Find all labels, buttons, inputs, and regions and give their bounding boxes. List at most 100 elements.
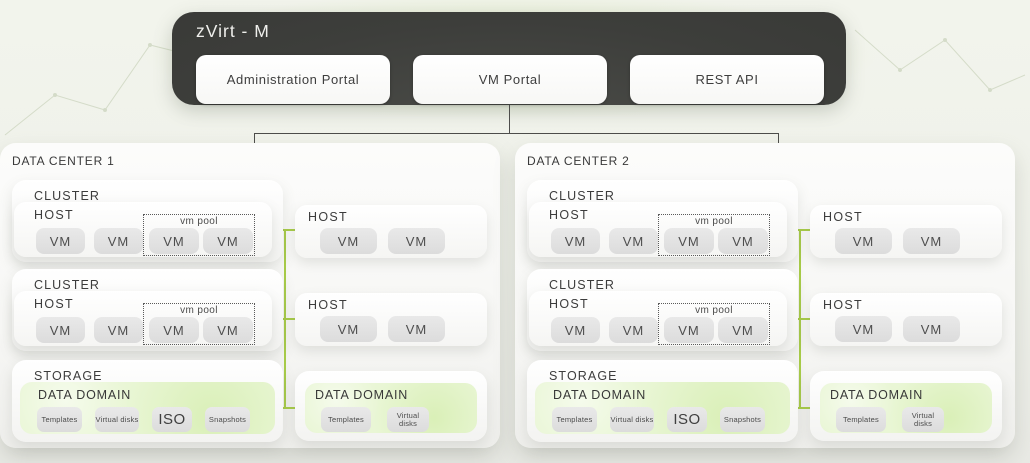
vm-chip: VM <box>203 228 253 254</box>
data-domain-label: DATA DOMAIN <box>830 388 924 402</box>
vm-pool-label: vm pool <box>695 305 733 316</box>
iso-chip: ISO <box>152 407 192 432</box>
vm-pool-label: vm pool <box>180 216 218 227</box>
vm-pool-label: vm pool <box>180 305 218 316</box>
zvirt-manager-panel: zVirt - M Administration Portal VM Porta… <box>172 12 846 105</box>
storage-label: STORAGE <box>549 369 618 383</box>
templates-chip: Templates <box>836 407 886 432</box>
vm-chip: VM <box>388 316 445 342</box>
vm-chip: VM <box>388 228 445 254</box>
host-label: HOST <box>308 298 348 312</box>
host-label: HOST <box>308 210 348 224</box>
vm-pool-group: vm pool VM VM <box>143 214 255 256</box>
virtual-disks-chip: Virtual disks <box>610 407 654 432</box>
connector-line <box>778 133 779 145</box>
vm-chip: VM <box>203 317 253 343</box>
vm-chip: VM <box>835 316 892 342</box>
templates-chip: Templates <box>321 407 371 432</box>
cluster-card: CLUSTER HOST VM VM vm pool VM VM <box>12 269 283 351</box>
vm-chip: VM <box>664 317 714 343</box>
vm-chip: VM <box>609 317 658 343</box>
vm-chip: VM <box>149 317 199 343</box>
network-stub <box>272 229 298 231</box>
storage-items-row: Templates Virtual disks <box>836 407 944 432</box>
vm-pool-row: VM VM <box>659 317 769 343</box>
storage-card: STORAGE DATA DOMAIN Templates Virtual di… <box>12 360 283 442</box>
data-center-1-title: DATA CENTER 1 <box>12 154 115 168</box>
vm-portal-button[interactable]: VM Portal <box>413 55 607 104</box>
vm-pool-group: vm pool VM VM <box>658 303 770 345</box>
vm-chip: VM <box>609 228 658 254</box>
data-domain-label: DATA DOMAIN <box>553 388 647 402</box>
vm-row: VM VM <box>320 228 445 254</box>
storage-items-row: Templates Virtual disks ISO Snapshots <box>37 407 250 432</box>
rest-api-button[interactable]: REST API <box>630 55 824 104</box>
storage-label: STORAGE <box>34 369 103 383</box>
vm-chip: VM <box>94 317 143 343</box>
data-domain-card: DATA DOMAIN Templates Virtual disks <box>810 371 1002 441</box>
host-card: HOST VM VM vm pool VM VM <box>14 291 272 346</box>
network-stub <box>787 229 813 231</box>
host-card: HOST VM VM <box>295 205 487 258</box>
data-domain-box: DATA DOMAIN Templates Virtual disks ISO … <box>20 382 275 434</box>
virtual-disks-chip: Virtual disks <box>902 407 944 432</box>
storage-items-row: Templates Virtual disks <box>321 407 429 432</box>
cluster-label: CLUSTER <box>34 189 101 203</box>
virtual-disks-chip: Virtual disks <box>95 407 139 432</box>
vm-row: VM VM <box>835 316 960 342</box>
vm-pool-group: vm pool VM VM <box>658 214 770 256</box>
vm-chip: VM <box>551 317 600 343</box>
cluster-card: CLUSTER HOST VM VM vm pool VM VM <box>527 269 798 351</box>
vm-chip: VM <box>36 317 85 343</box>
vm-pool-group: vm pool VM VM <box>143 303 255 345</box>
vm-chip: VM <box>835 228 892 254</box>
background-network-texture <box>854 29 1026 92</box>
network-stub <box>787 407 813 409</box>
host-card: HOST VM VM <box>810 205 1002 258</box>
vm-row: VM VM <box>320 316 445 342</box>
host-label: HOST <box>823 298 863 312</box>
vm-chip: VM <box>903 316 960 342</box>
host-card: HOST VM VM <box>810 293 1002 346</box>
vm-pool-row: VM VM <box>144 228 254 254</box>
vm-chip: VM <box>551 228 600 254</box>
vm-row: VM VM <box>835 228 960 254</box>
vm-chip: VM <box>94 228 143 254</box>
connector-line <box>254 133 779 134</box>
network-stub <box>272 318 298 320</box>
cluster-card: CLUSTER HOST VM VM vm pool VM VM <box>527 180 798 262</box>
network-stub <box>787 318 813 320</box>
vm-chip: VM <box>320 316 377 342</box>
host-card: HOST VM VM vm pool VM VM <box>529 291 787 346</box>
data-domain-box: DATA DOMAIN Templates Virtual disks <box>820 383 992 433</box>
host-card: HOST VM VM vm pool VM VM <box>14 202 272 257</box>
administration-portal-button[interactable]: Administration Portal <box>196 55 390 104</box>
vm-chip: VM <box>718 228 768 254</box>
host-label: HOST <box>549 297 589 311</box>
portal-buttons-row: Administration Portal VM Portal REST API <box>196 55 824 104</box>
vm-pool-row: VM VM <box>659 228 769 254</box>
connector-line <box>509 105 510 134</box>
snapshots-chip: Snapshots <box>720 407 765 432</box>
vm-chip: VM <box>149 228 199 254</box>
data-domain-card: DATA DOMAIN Templates Virtual disks <box>295 371 487 441</box>
cluster-label: CLUSTER <box>549 189 616 203</box>
snapshots-chip: Snapshots <box>205 407 250 432</box>
network-stub <box>272 407 298 409</box>
host-card: HOST VM VM <box>295 293 487 346</box>
vm-chip: VM <box>664 228 714 254</box>
cluster-label: CLUSTER <box>549 278 616 292</box>
vm-pool-row: VM VM <box>144 317 254 343</box>
host-label: HOST <box>34 208 74 222</box>
connector-line <box>254 133 255 145</box>
vm-chip: VM <box>320 228 377 254</box>
host-label: HOST <box>34 297 74 311</box>
host-card: HOST VM VM vm pool VM VM <box>529 202 787 257</box>
data-center-2-title: DATA CENTER 2 <box>527 154 630 168</box>
iso-chip: ISO <box>667 407 707 432</box>
templates-chip: Templates <box>37 407 82 432</box>
data-domain-label: DATA DOMAIN <box>315 388 409 402</box>
storage-items-row: Templates Virtual disks ISO Snapshots <box>552 407 765 432</box>
vm-pool-label: vm pool <box>695 216 733 227</box>
